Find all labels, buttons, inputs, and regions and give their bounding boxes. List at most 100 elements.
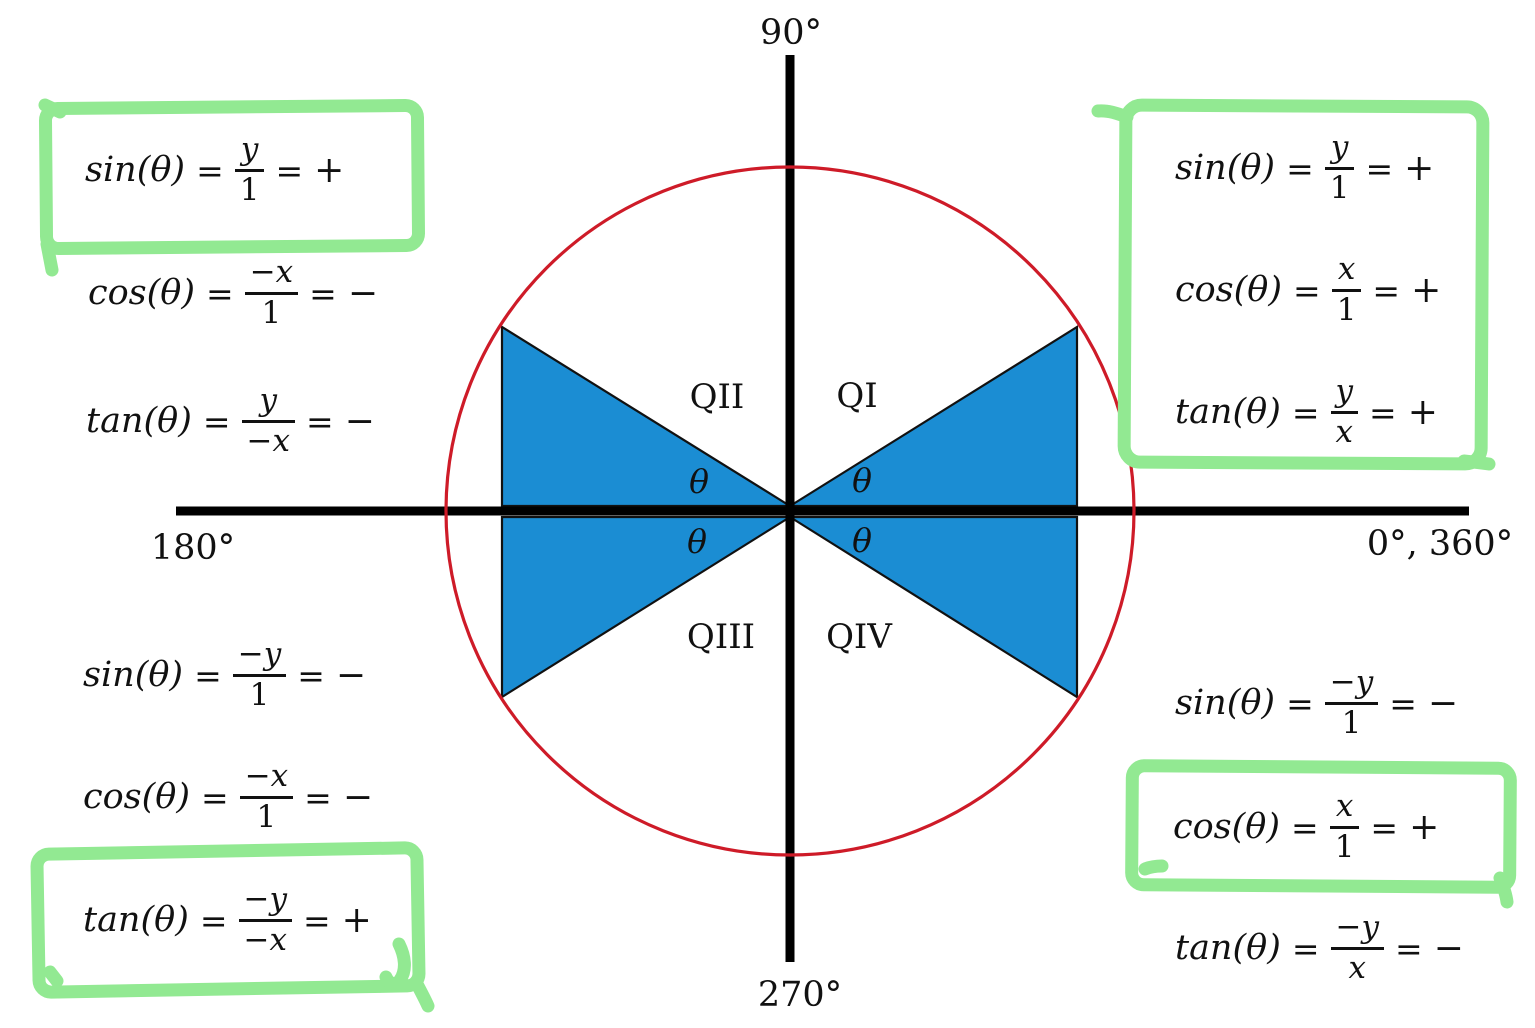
denominator: 1 <box>1341 704 1362 741</box>
fraction: −x 1 <box>244 255 299 331</box>
denominator: 1 <box>1334 828 1355 865</box>
function-name: cos(θ) <box>1175 270 1283 310</box>
formula-row-cos-q3: cos(θ) = −x 1 = − <box>83 754 373 840</box>
sign-value: + <box>1409 806 1440 848</box>
function-name: tan(θ) <box>1175 928 1281 968</box>
equals-sign: = <box>1369 392 1397 432</box>
function-name: sin(θ) <box>1175 148 1276 188</box>
axis-label-180: 180° <box>151 528 235 568</box>
fraction: x 1 <box>1329 789 1360 865</box>
fraction-bar <box>232 673 287 677</box>
denominator: 1 <box>239 171 260 208</box>
numerator: y <box>1330 129 1349 166</box>
equals-sign: = <box>304 777 332 817</box>
equals-sign: = <box>199 900 228 940</box>
function-name: tan(θ) <box>86 401 192 441</box>
function-name: sin(θ) <box>85 150 186 190</box>
highlight-tail-top-right <box>1091 104 1496 471</box>
fraction: x 1 <box>1331 252 1362 328</box>
highlight-tail-bottom-right <box>1138 859 1514 909</box>
equals-sign: = <box>202 401 231 441</box>
formula-row-sin-q2: sin(θ) = y 1 = + <box>85 127 344 213</box>
numerator: y <box>240 131 259 168</box>
fraction-bar <box>1330 946 1385 950</box>
quadrant-label-q3: QIII <box>687 617 755 657</box>
sign-value: − <box>335 654 367 696</box>
fraction: −y 1 <box>1324 665 1379 741</box>
denominator: 1 <box>1336 291 1357 328</box>
equals-sign: = <box>201 777 229 817</box>
denominator: −x <box>246 422 290 459</box>
fraction-bar <box>1329 825 1360 829</box>
formula-row-sin-q4: sin(θ) = −y 1 = − <box>1175 660 1458 746</box>
triangle-q1 <box>786 325 1079 508</box>
numerator: −y <box>237 636 282 673</box>
function-name: tan(θ) <box>83 900 189 940</box>
function-name: cos(θ) <box>88 273 196 313</box>
fraction-bar <box>244 291 299 295</box>
fraction-bar <box>241 419 295 423</box>
equals-sign: = <box>1291 392 1320 432</box>
unit-circle <box>444 165 1136 857</box>
equals-sign: = <box>1395 928 1423 968</box>
function-name: cos(θ) <box>1173 807 1281 847</box>
formula-row-tan-q3: tan(θ) = −y −x = + <box>83 877 372 963</box>
fraction-bar <box>239 795 294 799</box>
denominator: 1 <box>256 798 277 835</box>
fraction: y −x <box>241 382 295 459</box>
equals-sign: = <box>1286 683 1314 723</box>
fraction: −x 1 <box>239 759 294 835</box>
numerator: y <box>1335 373 1354 410</box>
triangle-q2 <box>500 325 794 508</box>
equals-sign: = <box>1365 148 1394 188</box>
formula-row-tan-q2: tan(θ) = y −x = − <box>86 378 375 464</box>
theta-label-q4: θ <box>852 521 872 560</box>
axis-label-90: 90° <box>760 13 822 53</box>
denominator: x <box>1335 413 1354 450</box>
fraction-bar <box>1330 410 1359 414</box>
highlight-box-bottom-left <box>30 841 426 999</box>
equals-sign: = <box>194 655 222 695</box>
equals-sign: = <box>1291 807 1319 847</box>
highlight-marks <box>30 98 1517 1013</box>
equals-sign: = <box>303 900 331 940</box>
function-name: sin(θ) <box>83 655 184 695</box>
formula-row-sin-q1: sin(θ) = y 1 = + <box>1175 125 1434 211</box>
axis-label-270: 270° <box>758 975 842 1015</box>
denominator: 1 <box>261 294 282 331</box>
equals-sign: = <box>297 655 325 695</box>
numerator: y <box>259 382 277 419</box>
formula-row-cos-q2: cos(θ) = −x 1 = − <box>88 250 378 336</box>
fraction: −y −x <box>238 882 293 958</box>
sign-value: + <box>1411 269 1442 311</box>
sign-value: − <box>344 400 375 442</box>
highlight-tail-bottom-left <box>43 937 435 1013</box>
sign-value: − <box>347 272 378 314</box>
formula-row-cos-q4: cos(θ) = x 1 = + <box>1173 784 1439 870</box>
sign-value: − <box>1427 682 1459 724</box>
denominator: 1 <box>249 676 270 713</box>
equals-sign: = <box>309 273 337 313</box>
fraction: −y 1 <box>232 636 287 713</box>
triangle-q3 <box>500 515 794 699</box>
quadrant-label-q4: QIV <box>826 617 893 657</box>
function-name: cos(θ) <box>83 777 191 817</box>
sign-value: + <box>314 149 345 191</box>
fraction: y 1 <box>1324 129 1355 205</box>
sign-value: − <box>1433 927 1464 969</box>
fraction-bar <box>1331 288 1362 292</box>
denominator: x <box>1348 949 1366 986</box>
equals-sign: = <box>1372 270 1401 310</box>
sign-value: − <box>342 776 373 818</box>
function-name: tan(θ) <box>1175 392 1281 432</box>
triangle-q4 <box>786 515 1079 699</box>
equals-sign: = <box>1370 807 1399 847</box>
numerator: −y <box>1335 909 1380 946</box>
denominator: −x <box>243 921 287 958</box>
highlight-box-bottom-right <box>1125 759 1517 894</box>
formula-row-tan-q1: tan(θ) = y x = + <box>1175 369 1438 455</box>
equals-sign: = <box>305 401 334 441</box>
equals-sign: = <box>1286 148 1314 188</box>
fraction-bar <box>234 168 265 172</box>
